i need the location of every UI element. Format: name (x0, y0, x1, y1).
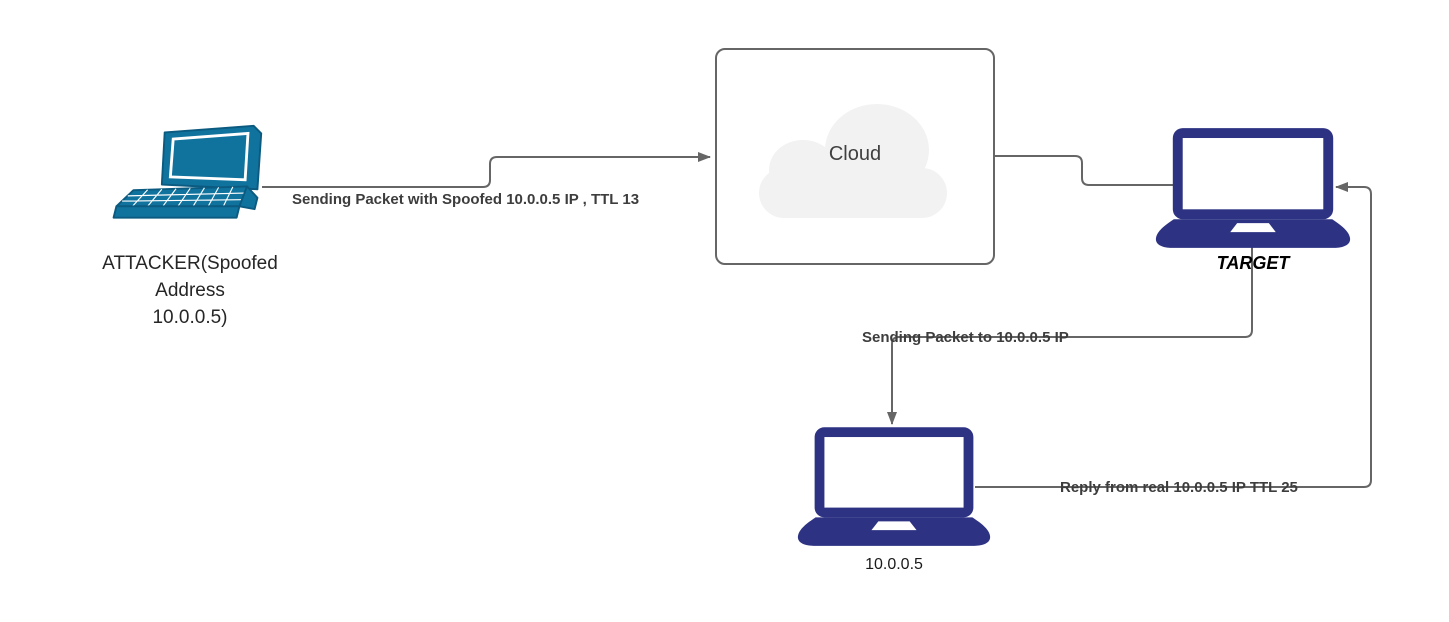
real-host-laptop-icon (797, 427, 991, 546)
edge-label-real-host-to-target: Reply from real 10.0.0.5 IP TTL 25 (1060, 479, 1298, 496)
edge-label-target-to-real-host: Sending Packet to 10.0.0.5 IP (862, 329, 1069, 346)
connector-attacker-to-cloud (262, 152, 711, 188)
cloud-container-box: Cloud (715, 48, 995, 265)
cloud-shape (759, 104, 947, 218)
laptop-3d-icon (112, 124, 263, 219)
real-host-label: 10.0.0.5 (865, 556, 923, 573)
laptop-icon (797, 427, 991, 546)
cloud-icon (759, 104, 947, 218)
target-label: TARGET (1216, 253, 1290, 273)
connector-target-to-real-host (887, 247, 1253, 425)
target-laptop-icon (1155, 128, 1351, 248)
connector-real-host-to-target (975, 182, 1372, 488)
attacker-label: ATTACKER(Spoofed Address 10.0.0.5) (102, 253, 278, 328)
connector-cloud-to-target (995, 155, 1174, 186)
edge-label-attacker-to-cloud: Sending Packet with Spoofed 10.0.0.5 IP … (292, 191, 640, 208)
cloud-label: Cloud (828, 143, 882, 165)
attacker-laptop-icon (112, 124, 263, 219)
laptop-icon (1155, 128, 1351, 248)
